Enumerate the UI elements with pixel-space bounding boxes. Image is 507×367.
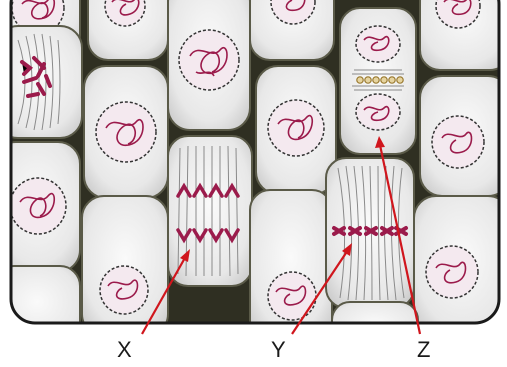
cell-b: [88, 0, 168, 60]
nucleus: [426, 246, 478, 298]
cell-k: [82, 196, 168, 336]
nucleus: [268, 272, 316, 320]
nucleus: [179, 30, 239, 90]
cell-n: [332, 302, 418, 352]
cell-y-metaphase: [326, 158, 414, 308]
cell-e: [420, 0, 507, 70]
nucleus: [432, 116, 484, 168]
label-z: Z: [417, 337, 430, 363]
nucleus: [100, 266, 148, 314]
cell-f: [84, 66, 168, 198]
cell-g: [256, 66, 336, 194]
daughter-nucleus-top: [356, 26, 400, 62]
nucleus: [268, 100, 324, 156]
label-y: Y: [271, 337, 286, 363]
cell-d: [250, 0, 334, 60]
label-x: X: [117, 337, 132, 363]
nucleus: [10, 178, 66, 234]
cell-z-telophase: [340, 8, 416, 154]
cell-h: [420, 76, 507, 196]
cell-j: [250, 190, 332, 340]
cell-c: [168, 0, 250, 130]
nucleus: [96, 102, 156, 162]
